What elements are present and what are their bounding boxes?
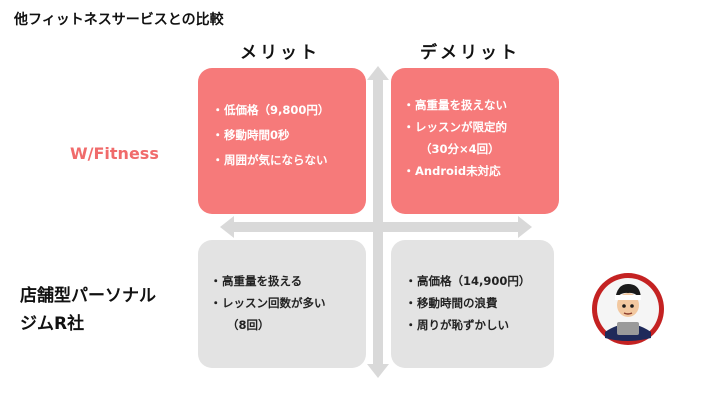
list-item: ・レッスンが限定的（30分×4回） [403, 120, 507, 156]
list-item: ・レッスン回数が多い（8回） [210, 296, 326, 332]
list-item: ・Android未対応 [403, 164, 501, 178]
mascot-avatar-icon [592, 273, 664, 345]
list-item: ・移動時間0秒 [212, 128, 290, 142]
store-gym-label-line1: 店舗型パーソナル [20, 286, 156, 306]
store-gym-label-line2: ジムR社 [20, 314, 85, 334]
list-item: ・移動時間の浪費 [405, 296, 498, 310]
axis-arrow-left [220, 216, 234, 238]
list-item: ・高重量を扱える [210, 274, 303, 288]
wfitness-demerit-box: ・高重量を扱えない ・レッスンが限定的（30分×4回） ・Android未対応 [391, 68, 559, 214]
list-item: ・高重量を扱えない [403, 98, 507, 112]
store-gym-row-label: 店舗型パーソナル ジムR社 [20, 282, 156, 338]
merit-column-header: メリット [240, 43, 320, 63]
axis-arrow-up [367, 66, 389, 80]
wfitness-row-label: W/Fitness [70, 144, 159, 163]
axis-arrow-down [367, 364, 389, 378]
store-gym-merit-box: ・高重量を扱える ・レッスン回数が多い（8回） [198, 240, 366, 368]
store-gym-demerit-box: ・高価格（14,900円） ・移動時間の浪費 ・周りが恥ずかしい [391, 240, 554, 368]
horizontal-axis [232, 222, 520, 232]
list-item: ・周囲が気にならない [212, 153, 328, 167]
wfitness-merit-box: ・低価格（9,800円） ・移動時間0秒 ・周囲が気にならない [198, 68, 366, 214]
list-item: ・周りが恥ずかしい [405, 318, 509, 332]
list-item: ・低価格（9,800円） [212, 103, 330, 117]
axis-arrow-right [518, 216, 532, 238]
demerit-column-header: デメリット [420, 43, 520, 63]
list-item: ・高価格（14,900円） [405, 274, 531, 288]
slide-title: 他フィットネスサービスとの比較 [14, 12, 224, 28]
